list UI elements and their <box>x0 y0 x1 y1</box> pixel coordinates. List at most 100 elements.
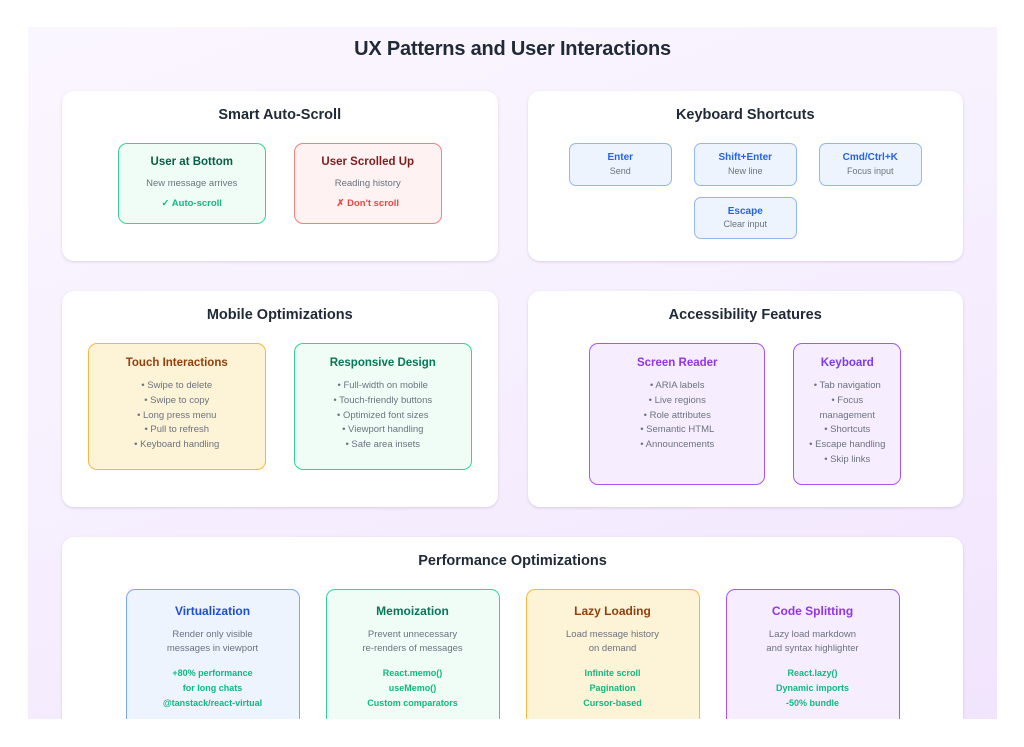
box-metric: for long chats <box>182 682 243 693</box>
box-metric: Pagination <box>589 682 636 693</box>
section-smart-auto-scroll: Smart Auto-Scroll User at Bottom New mes… <box>62 91 498 262</box>
box-item: • Long press menu <box>137 409 217 421</box>
box-metrics: React.lazy() Dynamic imports -50% bundle <box>735 666 891 711</box>
box-metrics: Infinite scroll Pagination Cursor-based <box>535 666 691 711</box>
box-result: ✓ Auto-scroll <box>161 197 222 209</box>
box-screen-reader[interactable]: Screen Reader • ARIA labels • Live regio… <box>589 343 766 485</box>
box-lazy-loading[interactable]: Lazy Loading Load message history on dem… <box>525 588 700 719</box>
box-line: Reading history <box>334 178 401 189</box>
box-desc: on demand <box>588 643 637 655</box>
page-container: UX Patterns and User Interactions Smart … <box>28 27 997 719</box>
box-item: • Focus management <box>819 395 875 421</box>
box-metric: @tanstack/react-virtual <box>162 697 263 708</box>
key-chip-shift-enter[interactable]: Shift+Enter New line <box>693 143 797 186</box>
box-item: • Safe area insets <box>345 439 421 451</box>
key-desc: New line <box>727 165 763 176</box>
box-desc: re-renders of messages <box>362 643 463 655</box>
box-responsive-design[interactable]: Responsive Design • Full-width on mobile… <box>293 343 472 470</box>
box-item: • Keyboard handling <box>134 439 220 451</box>
box-title: Memoization <box>376 603 449 618</box>
page-title: UX Patterns and User Interactions <box>354 38 671 60</box>
box-title: User at Bottom <box>150 156 233 168</box>
box-item: • Skip links <box>824 453 871 465</box>
keyboard-chips-row-2: Escape Clear input <box>693 196 797 240</box>
box-desc: Lazy load markdown <box>768 628 857 640</box>
box-item: • Viewport handling <box>342 424 424 436</box>
box-metric: -50% bundle <box>785 697 839 708</box>
box-item: • Swipe to copy <box>144 395 210 406</box>
box-item: • Live regions <box>648 395 706 406</box>
box-item: • Semantic HTML <box>640 424 715 436</box>
key-desc: Send <box>609 165 631 176</box>
box-item: • Tab navigation <box>813 380 881 392</box>
box-item: • Full-width on mobile <box>337 380 428 392</box>
box-memoization[interactable]: Memoization Prevent unnecessary re-rende… <box>325 588 500 719</box>
auto-scroll-box-row: User at Bottom New message arrives ✓ Aut… <box>80 143 480 224</box>
box-metric: Custom comparators <box>367 697 458 708</box>
performance-box-row: Virtualization Render only visible messa… <box>80 588 945 719</box>
key-chip-escape[interactable]: Escape Clear input <box>693 196 797 240</box>
box-title: Lazy Loading <box>574 603 651 618</box>
accessibility-box-row: Screen Reader • ARIA labels • Live regio… <box>546 343 946 485</box>
box-item: • Optimized font sizes <box>337 409 429 421</box>
box-title: Virtualization <box>174 603 251 618</box>
box-metric: Dynamic imports <box>775 682 850 693</box>
key-chip-enter[interactable]: Enter Send <box>568 143 672 186</box>
mobile-box-row: Touch Interactions • Swipe to delete • S… <box>80 343 480 470</box>
section-title-accessibility: Accessibility Features <box>668 307 822 324</box>
box-desc: Render only visible <box>172 628 253 640</box>
box-desc: messages in viewport <box>166 643 259 655</box>
box-title: Screen Reader <box>636 357 718 370</box>
section-performance-optimizations: Performance Optimizations Virtualization… <box>62 536 963 719</box>
box-item: • Pull to refresh <box>144 424 210 436</box>
section-title-performance: Performance Optimizations <box>418 552 607 569</box>
section-title-keyboard-shortcuts: Keyboard Shortcuts <box>675 107 815 123</box>
box-item: • Role attributes <box>643 409 711 421</box>
box-item: • Swipe to delete <box>141 380 213 392</box>
box-user-at-bottom[interactable]: User at Bottom New message arrives ✓ Aut… <box>117 143 266 224</box>
box-desc: and syntax highlighter <box>766 643 859 655</box>
section-mobile-optimizations: Mobile Optimizations Touch Interactions … <box>62 291 498 507</box>
box-metrics: React.memo() useMemo() Custom comparator… <box>335 666 491 711</box>
box-touch-interactions[interactable]: Touch Interactions • Swipe to delete • S… <box>87 343 266 470</box>
box-keyboard-accessibility[interactable]: Keyboard • Tab navigation • Focus manage… <box>793 343 902 485</box>
box-metrics: +80% performance for long chats @tanstac… <box>135 666 291 711</box>
box-title: Responsive Design <box>329 357 436 370</box>
section-accessibility-features: Accessibility Features Screen Reader • A… <box>527 291 963 507</box>
box-metric: Infinite scroll <box>584 668 641 679</box>
key-combo: Cmd/Ctrl+K <box>842 152 898 163</box>
box-desc: Load message history <box>566 628 659 640</box>
box-metric: useMemo() <box>388 682 437 693</box>
keyboard-chips-wrap: Enter Send Shift+Enter New line Cmd/Ctrl… <box>546 143 946 240</box>
box-result: ✗ Don't scroll <box>336 197 399 209</box>
key-combo: Enter <box>607 152 634 163</box>
key-chip-cmd-ctrl-k[interactable]: Cmd/Ctrl+K Focus input <box>818 143 922 186</box>
key-combo: Shift+Enter <box>718 152 773 163</box>
key-desc: Clear input <box>723 219 768 230</box>
row-two: Mobile Optimizations Touch Interactions … <box>62 291 963 507</box>
section-title-auto-scroll: Smart Auto-Scroll <box>218 107 342 123</box>
box-line: New message arrives <box>146 178 238 189</box>
section-title-mobile: Mobile Optimizations <box>206 307 353 324</box>
box-metric: React.lazy() <box>787 668 838 679</box>
row-three: Performance Optimizations Virtualization… <box>62 536 963 719</box>
box-item: • Escape handling <box>809 439 886 451</box>
box-code-splitting[interactable]: Code Splitting Lazy load markdown and sy… <box>725 588 900 719</box>
box-title: Keyboard <box>820 357 874 370</box>
box-user-scrolled-up[interactable]: User Scrolled Up Reading history ✗ Don't… <box>293 143 442 224</box>
section-keyboard-shortcuts: Keyboard Shortcuts Enter Send Shift+Ente… <box>527 91 963 262</box>
key-combo: Escape <box>727 205 763 217</box>
box-item: • ARIA labels <box>649 380 705 392</box>
keyboard-chips-row-1: Enter Send Shift+Enter New line Cmd/Ctrl… <box>568 143 922 186</box>
key-desc: Focus input <box>846 165 894 176</box>
box-item: • Announcements <box>640 439 715 451</box>
sections-grid: Smart Auto-Scroll User at Bottom New mes… <box>62 91 963 719</box>
box-title: Touch Interactions <box>125 357 228 370</box>
box-virtualization[interactable]: Virtualization Render only visible messa… <box>125 588 300 719</box>
box-item: • Shortcuts <box>824 424 871 436</box>
box-item: • Touch-friendly buttons <box>333 395 433 406</box>
box-title: User Scrolled Up <box>321 156 415 168</box>
box-metric: +80% performance <box>172 668 253 679</box>
row-one: Smart Auto-Scroll User at Bottom New mes… <box>62 91 963 262</box>
box-metric: Cursor-based <box>583 697 642 708</box>
